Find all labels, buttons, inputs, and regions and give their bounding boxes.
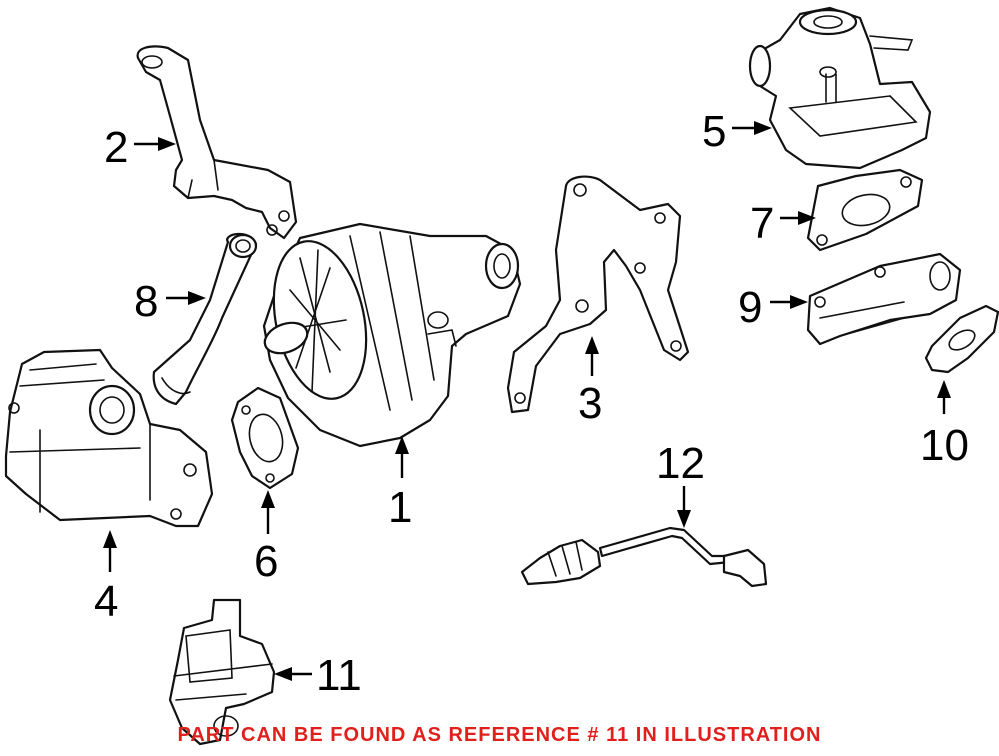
part-6-gasket	[230, 386, 300, 490]
part-8-hose	[152, 232, 258, 406]
part-5-valve	[748, 6, 932, 170]
callout-3: 3	[578, 379, 602, 428]
part-3-bracket	[506, 175, 690, 414]
callout-2: 2	[104, 123, 128, 172]
part-9-flange	[806, 252, 962, 346]
leader-lines	[103, 121, 951, 681]
callout-7: 7	[750, 199, 774, 248]
callout-5: 5	[702, 107, 726, 156]
callout-4: 4	[94, 577, 118, 626]
footer-note: PART CAN BE FOUND AS REFERENCE # 11 IN I…	[177, 724, 822, 746]
callout-12: 12	[656, 439, 705, 488]
callout-9: 9	[738, 283, 762, 332]
callout-11: 11	[316, 651, 362, 700]
part-7-gasket	[806, 168, 924, 252]
callout-10: 10	[920, 421, 969, 470]
part-11-solenoid-valve	[168, 598, 276, 746]
part-1-air-pump	[262, 222, 522, 448]
part-4-throttle-body	[4, 348, 214, 528]
part-2-bracket	[136, 45, 298, 240]
callout-1: 1	[388, 483, 412, 532]
callout-6: 6	[254, 537, 278, 586]
callout-8: 8	[134, 277, 158, 326]
part-10-gasket	[924, 304, 999, 374]
callouts: 1 2 3 4 5 6 7 8 9 10 11 12	[94, 107, 969, 700]
part-12-sensor	[520, 526, 768, 588]
